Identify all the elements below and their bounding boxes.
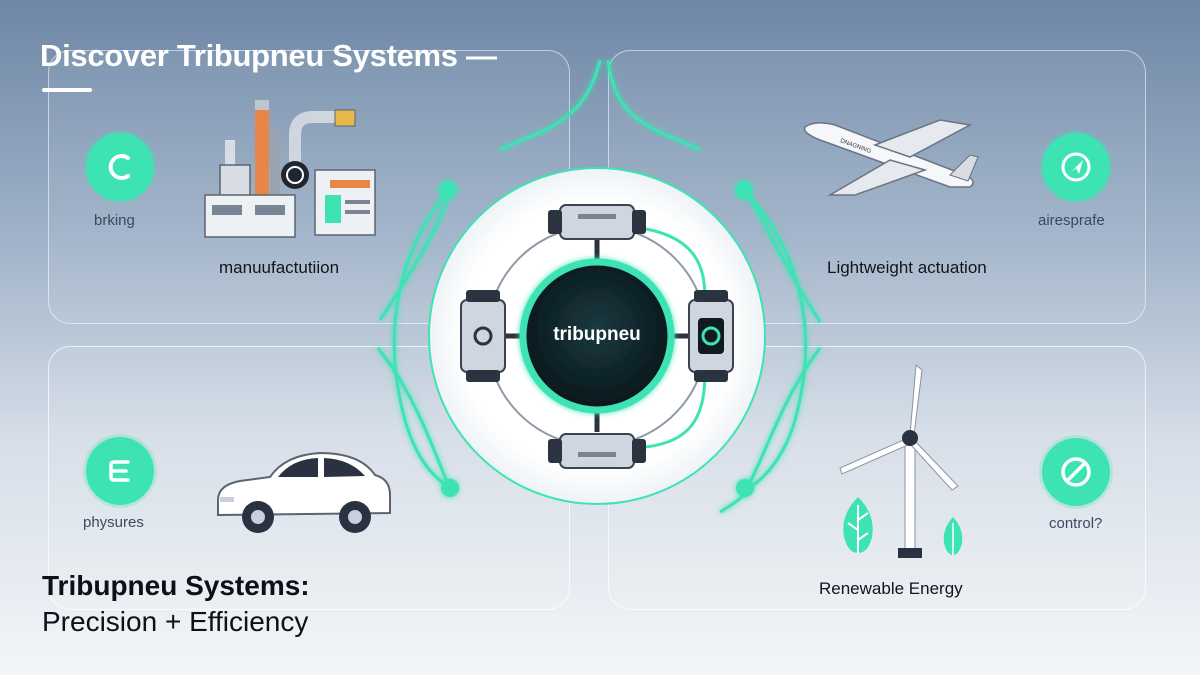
car-icon xyxy=(217,451,391,533)
energy-badge[interactable] xyxy=(1042,438,1110,506)
navigation-arrow-icon xyxy=(1061,152,1091,182)
manufacturing-caption: manuufactutiion xyxy=(219,258,340,277)
factory-icon xyxy=(204,100,376,238)
valve-right xyxy=(688,290,734,382)
manufacturing-badge[interactable] xyxy=(86,133,154,201)
e-letter-icon xyxy=(109,460,130,482)
aerospace-badge[interactable] xyxy=(1042,133,1110,201)
aerospace-badge-label: airesprafe xyxy=(1038,212,1105,229)
footer-subtitle: Precision + Efficiency xyxy=(42,606,309,637)
manufacturing-badge-label: brking xyxy=(94,212,135,229)
core-circle xyxy=(519,258,675,414)
energy-badge-label: control? xyxy=(1049,515,1103,532)
valve-left xyxy=(460,290,506,382)
valve-bottom xyxy=(548,433,646,469)
c-letter-icon xyxy=(108,154,130,180)
aerospace-caption: Lightweight actuation xyxy=(827,258,987,277)
wind-turbine-icon xyxy=(839,364,959,558)
slash-circle-icon xyxy=(1061,457,1091,487)
footer-title: Tribupneu Systems: xyxy=(42,570,310,601)
airplane-icon: DNAGNING xyxy=(803,119,979,196)
core-label: tribupneu xyxy=(553,324,641,345)
valve-top xyxy=(548,204,646,240)
tree-icon xyxy=(843,497,873,553)
automotive-badge-label: physures xyxy=(83,514,144,531)
energy-caption: Renewable Energy xyxy=(819,579,963,598)
page-title: Discover Tribupneu Systems — xyxy=(40,38,497,73)
small-tree-icon xyxy=(943,517,963,555)
title-underline xyxy=(42,88,92,92)
glow-arcs xyxy=(376,59,822,514)
automotive-badge[interactable] xyxy=(86,437,154,505)
arc-nodes xyxy=(439,181,754,497)
